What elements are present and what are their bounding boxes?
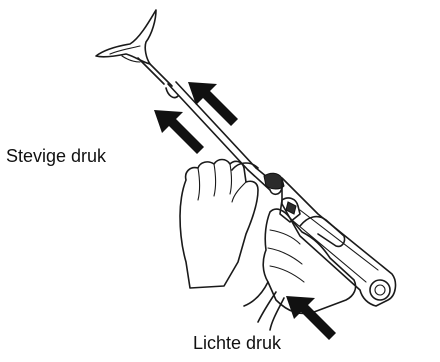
arrow-middle-icon [154,110,204,154]
instrument-tip-icon [96,10,172,86]
firm-pressure-label: Stevige druk [6,147,106,165]
arrow-lower-icon [286,296,336,340]
light-pressure-label: Lichte druk [193,334,281,352]
instrument-handle-icon [264,173,395,306]
left-hand-icon [180,160,258,289]
